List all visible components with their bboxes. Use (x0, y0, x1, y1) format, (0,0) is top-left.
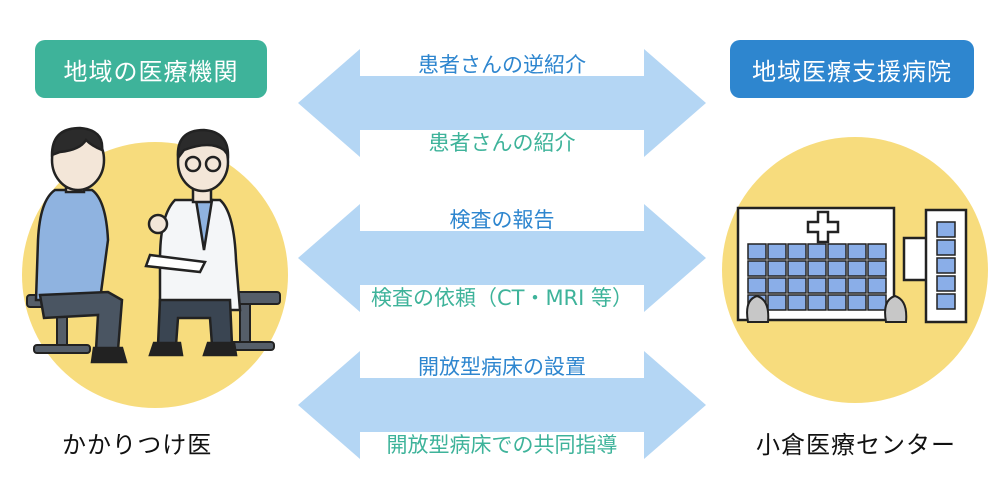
hospital-building-icon (722, 137, 988, 403)
left-org-badge: 地域の医療機関 (35, 40, 267, 98)
doctor-figure (144, 128, 242, 357)
hospital-window (787, 294, 807, 311)
hospital-window (867, 260, 887, 277)
hospital-window (867, 294, 887, 311)
arrow-1-top-label: 患者さんの逆紹介 (418, 53, 586, 77)
tower-window (936, 239, 956, 256)
tower-window (936, 293, 956, 310)
hospital-window (787, 277, 807, 294)
tower-window (936, 221, 956, 238)
hospital-window (767, 277, 787, 294)
hospital-window (807, 277, 827, 294)
right-org-badge: 地域医療支援病院 (730, 40, 974, 98)
arrow-1-bottom-label: 患者さんの紹介 (429, 131, 576, 155)
double-arrow-1 (298, 49, 706, 157)
hospital-window (787, 260, 807, 277)
hospital-window (827, 260, 847, 277)
hospital-window (867, 243, 887, 260)
arrow-3-top-label: 開放型病床の設置 (418, 355, 586, 379)
hospital-window (827, 243, 847, 260)
hospital-window (867, 277, 887, 294)
right-caption: 小倉医療センター (756, 431, 956, 459)
patient-figure (34, 126, 128, 364)
hospital-window (767, 294, 787, 311)
hospital-window (787, 243, 807, 260)
arrow-3-bottom-label: 開放型病床での共同指導 (387, 433, 618, 457)
hospital-window (747, 243, 767, 260)
hospital-window (807, 260, 827, 277)
double-arrow-3 (298, 351, 706, 459)
hospital-window (847, 277, 867, 294)
hospital-window (747, 277, 767, 294)
hospital-window (807, 294, 827, 311)
hospital-window (847, 294, 867, 311)
tower-window-column (936, 221, 956, 310)
hospital-window (827, 277, 847, 294)
tower-window (936, 257, 956, 274)
tower-window (936, 275, 956, 292)
hospital-shrubs (746, 294, 908, 323)
doctor-consulting-patient-icon (22, 126, 288, 408)
hospital-window (747, 260, 767, 277)
hospital-connector (902, 236, 930, 282)
arrow-2-bottom-label: 検査の依頼（CT・MRI 等） (371, 286, 633, 310)
hospital-window (767, 243, 787, 260)
double-arrow-2 (298, 204, 706, 312)
hospital-window (767, 260, 787, 277)
hospital-window (827, 294, 847, 311)
hospital-window (807, 243, 827, 260)
left-caption: かかりつけ医 (62, 431, 213, 459)
arrow-2-top-label: 検査の報告 (450, 208, 555, 232)
hospital-window-grid (747, 243, 887, 311)
hospital-cross-icon (806, 210, 840, 244)
hospital-window (847, 243, 867, 260)
hospital-window (847, 260, 867, 277)
